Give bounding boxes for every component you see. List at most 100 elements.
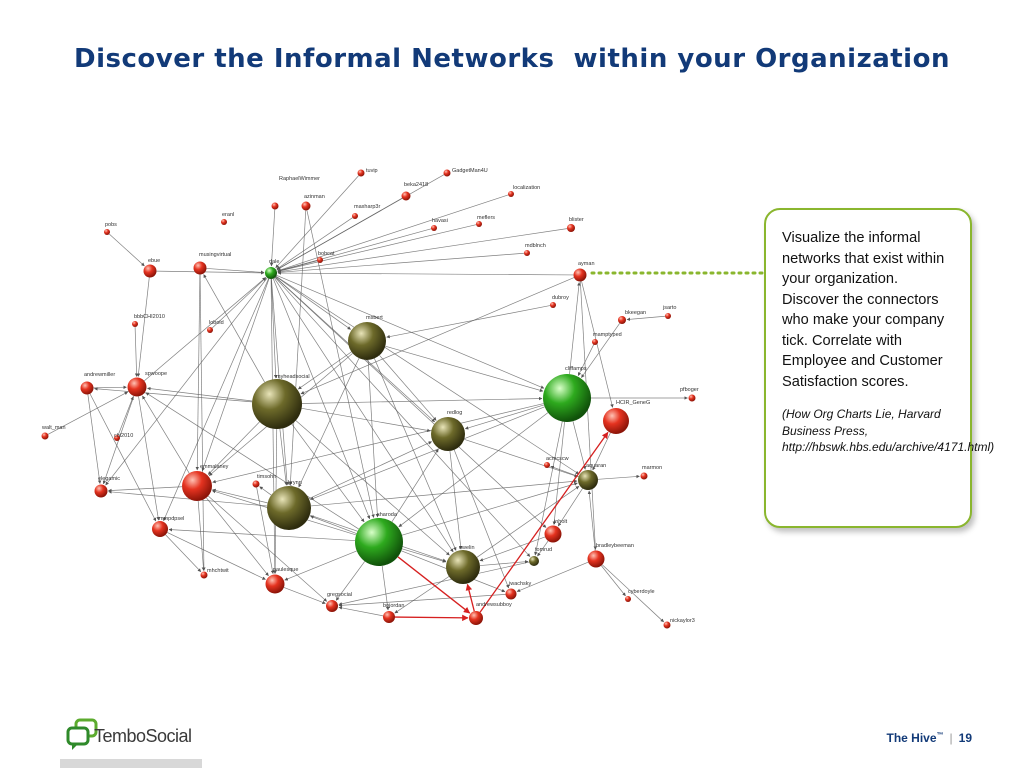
page-number: 19 bbox=[958, 731, 972, 745]
node-sphere bbox=[573, 268, 587, 282]
node-sphere bbox=[80, 381, 94, 395]
node-label: pfboger bbox=[680, 387, 699, 393]
network-edge bbox=[581, 281, 614, 408]
node-sphere bbox=[127, 377, 147, 397]
node-sphere bbox=[431, 225, 437, 231]
node-sphere bbox=[41, 432, 49, 440]
network-edge bbox=[479, 560, 529, 566]
network-edge bbox=[206, 268, 265, 275]
node-sphere bbox=[352, 213, 358, 219]
node-sphere bbox=[476, 221, 482, 227]
node-sphere bbox=[443, 169, 451, 177]
network-node: tomrud bbox=[529, 547, 552, 566]
node-sphere bbox=[640, 472, 648, 480]
node-label: beka2418 bbox=[404, 182, 428, 188]
network-edge bbox=[259, 486, 272, 496]
node-sphere bbox=[265, 574, 285, 594]
node-sphere bbox=[383, 611, 395, 623]
slide-footer: The Hive™|19 bbox=[887, 731, 973, 745]
node-sphere bbox=[592, 339, 598, 345]
network-edge bbox=[465, 583, 475, 612]
node-sphere bbox=[265, 267, 277, 279]
network-node: beka2418 bbox=[401, 182, 428, 201]
network-edge bbox=[134, 326, 139, 377]
node-sphere bbox=[271, 202, 279, 210]
network-edge bbox=[534, 421, 563, 556]
network-edge bbox=[569, 282, 581, 375]
node-label: bobcat bbox=[318, 251, 335, 257]
network-edge bbox=[256, 487, 275, 575]
network-edge bbox=[301, 407, 431, 433]
node-sphere bbox=[529, 556, 539, 566]
network-edge bbox=[163, 278, 269, 522]
network-node: lobold bbox=[207, 320, 224, 333]
network-edge bbox=[207, 495, 328, 602]
node-label: azinman bbox=[304, 194, 325, 200]
node-label: jwachsky bbox=[508, 581, 532, 587]
network-edge bbox=[597, 474, 640, 480]
network-edge bbox=[386, 305, 551, 339]
network-node: bobcat bbox=[317, 251, 335, 263]
network-node: GadgetMan4U bbox=[443, 168, 488, 177]
network-node: dubroy bbox=[550, 295, 569, 308]
network-node: maxharp3r bbox=[352, 204, 380, 219]
node-sphere bbox=[143, 264, 157, 278]
node-sphere bbox=[182, 471, 212, 501]
network-edge bbox=[275, 276, 547, 528]
node-label: musingvirtual bbox=[199, 252, 231, 258]
network-edge bbox=[270, 278, 278, 379]
network-edge bbox=[145, 392, 359, 530]
network-edge bbox=[108, 233, 145, 267]
node-label: GadgetMan4U bbox=[452, 168, 488, 174]
network-edge bbox=[272, 278, 371, 520]
logo-wordmark: TemboSocial bbox=[94, 726, 192, 747]
node-label: cyberdoyle bbox=[628, 589, 655, 595]
network-edge bbox=[601, 565, 626, 597]
network-edge bbox=[394, 576, 450, 614]
network-edge bbox=[310, 515, 357, 534]
node-label: chi2010 bbox=[114, 433, 133, 439]
network-node: ayman bbox=[573, 261, 595, 282]
node-label: bradleybeeman bbox=[596, 543, 634, 549]
network-edge bbox=[167, 532, 266, 580]
network-node: havasi bbox=[431, 218, 448, 231]
node-sphere bbox=[326, 600, 338, 612]
footer-separator: | bbox=[949, 731, 953, 745]
network-edge bbox=[537, 540, 549, 557]
network-edge bbox=[385, 345, 544, 392]
node-label: cliffamps bbox=[565, 366, 587, 372]
node-label: ebue bbox=[148, 258, 160, 264]
network-edge bbox=[212, 488, 268, 504]
network-node: bojordan bbox=[383, 603, 404, 623]
network-edge bbox=[464, 404, 545, 430]
network-edge bbox=[277, 252, 525, 274]
node-label: blister bbox=[569, 217, 584, 223]
network-edge bbox=[156, 270, 265, 275]
node-label: spwoope bbox=[145, 371, 167, 377]
network-edge bbox=[144, 277, 266, 382]
network-edge bbox=[273, 277, 454, 553]
network-edge bbox=[557, 488, 583, 527]
network-node: chi2010 bbox=[114, 433, 133, 441]
network-edge bbox=[301, 396, 543, 404]
node-label: ewelin bbox=[459, 545, 475, 551]
network-node: tuvip bbox=[357, 168, 378, 177]
network-edge bbox=[283, 587, 326, 604]
network-edge bbox=[288, 210, 307, 486]
network-node: aquaran bbox=[578, 463, 606, 490]
node-label: myheadsocial bbox=[276, 374, 310, 380]
network-edge bbox=[142, 395, 190, 474]
speech-bubbles-icon bbox=[66, 718, 98, 750]
tembosocial-logo: TemboSocial bbox=[60, 706, 202, 764]
node-label: redlog bbox=[447, 410, 462, 416]
trademark-mark: ™ bbox=[936, 732, 944, 739]
node-label: walt_man bbox=[41, 425, 66, 431]
network-edge bbox=[199, 274, 206, 571]
callout-citation: (How Org Charts Lie, Harvard Business Pr… bbox=[782, 407, 995, 454]
node-sphere bbox=[193, 261, 207, 275]
network-node: pobs bbox=[104, 222, 117, 235]
network-node: emmalaney bbox=[182, 464, 229, 501]
network-edge bbox=[572, 421, 587, 470]
network-node: bradleybeeman bbox=[587, 543, 634, 568]
node-label: mdblnch bbox=[525, 243, 546, 249]
